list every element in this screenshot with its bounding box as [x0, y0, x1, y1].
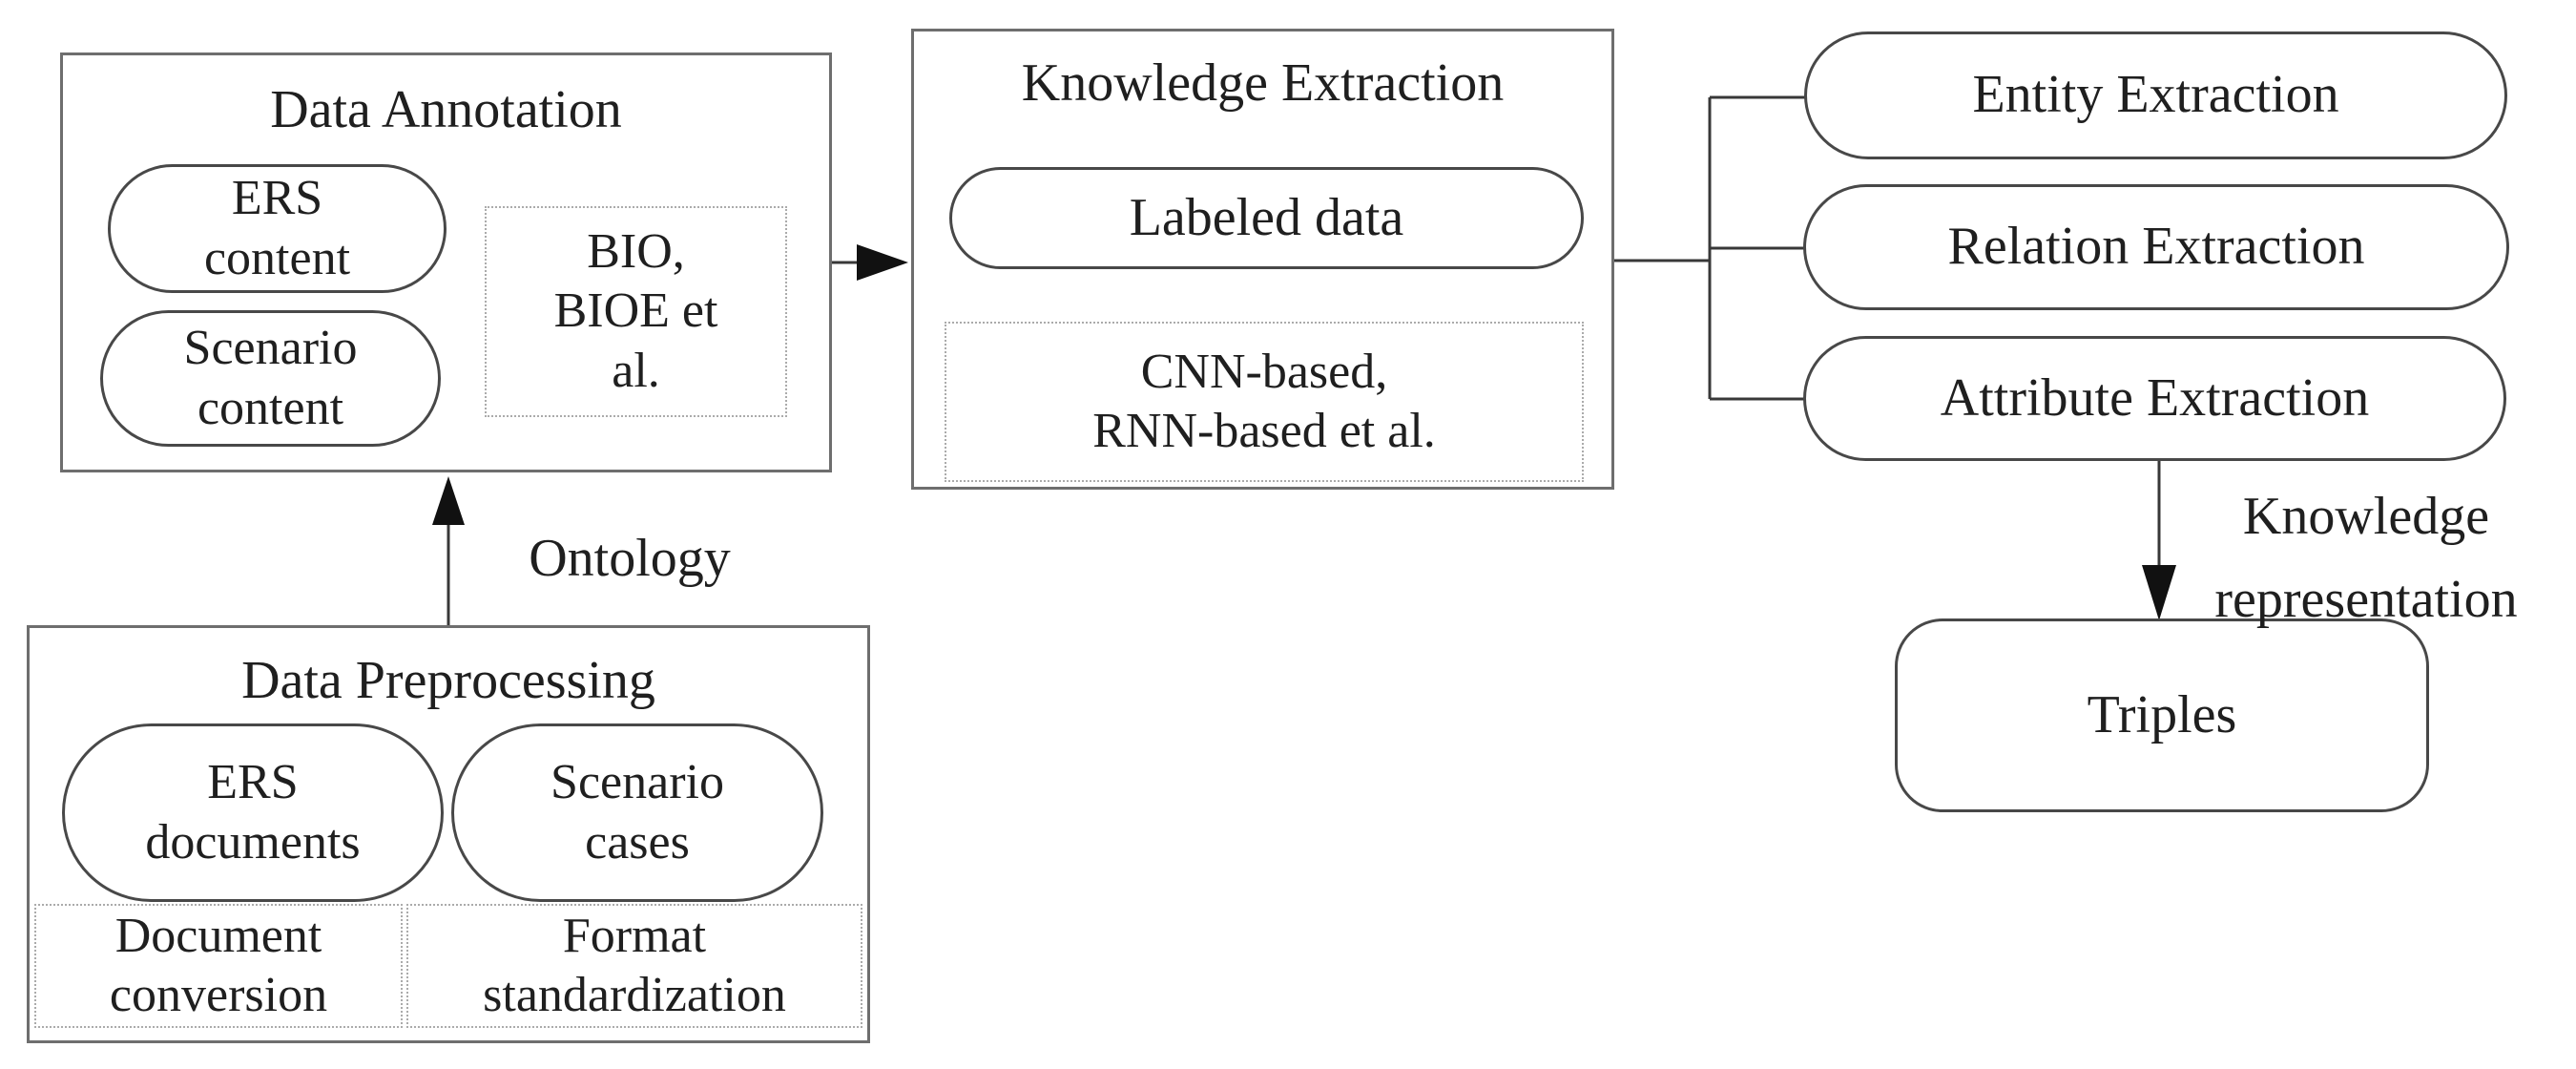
- entity-extraction-label: Entity Extraction: [1972, 65, 2339, 125]
- knowledge-extraction-title: Knowledge Extraction: [1021, 53, 1505, 113]
- arrow-preprocessing-to-annotation: [432, 476, 465, 625]
- ers-content-node: ERS content: [108, 164, 447, 293]
- entity-extraction-node: Entity Extraction: [1804, 31, 2507, 159]
- attribute-extraction-node: Attribute Extraction: [1803, 336, 2506, 461]
- branch-connector: [1614, 95, 1806, 401]
- data-preprocessing-title: Data Preprocessing: [241, 651, 655, 710]
- arrowhead-down-icon: [2142, 565, 2176, 620]
- triples-label: Triples: [2087, 684, 2237, 744]
- scenario-content-label: Scenario content: [183, 321, 358, 435]
- scenario-cases-label: Scenario cases: [551, 755, 724, 870]
- attribute-extraction-label: Attribute Extraction: [1940, 367, 2370, 428]
- arrowhead-up-icon: [432, 476, 465, 525]
- tagging-schemes-box: BIO, BIOE et al.: [485, 206, 787, 417]
- knowledge-representation-edge-label: Knowledge representation: [2214, 487, 2518, 629]
- document-conversion-label: Document conversion: [109, 908, 328, 1022]
- arrow-attribute-to-triples: [2142, 461, 2176, 620]
- format-standardization-box: Format standardization: [406, 904, 862, 1028]
- scenario-content-node: Scenario content: [100, 310, 441, 447]
- relation-extraction-node: Relation Extraction: [1803, 184, 2509, 310]
- tagging-schemes-label: BIO, BIOE et al.: [553, 223, 718, 398]
- document-conversion-box: Document conversion: [34, 904, 403, 1028]
- relation-extraction-label: Relation Extraction: [1947, 217, 2365, 277]
- arrowhead-right-icon: [857, 244, 908, 281]
- models-label: CNN-based, RNN-based et al.: [1092, 344, 1436, 458]
- arrow-annotation-to-extraction: [832, 244, 908, 281]
- triples-node: Triples: [1895, 618, 2429, 812]
- labeled-data-node: Labeled data: [949, 167, 1584, 269]
- models-box: CNN-based, RNN-based et al.: [945, 322, 1584, 482]
- ers-documents-label: ERS documents: [145, 755, 361, 870]
- labeled-data-label: Labeled data: [1129, 187, 1404, 247]
- data-annotation-title: Data Annotation: [270, 80, 622, 139]
- scenario-cases-node: Scenario cases: [451, 723, 823, 902]
- ers-content-label: ERS content: [203, 171, 351, 285]
- ontology-edge-label: Ontology: [529, 529, 731, 588]
- ers-documents-node: ERS documents: [62, 723, 444, 902]
- format-standardization-label: Format standardization: [483, 908, 786, 1022]
